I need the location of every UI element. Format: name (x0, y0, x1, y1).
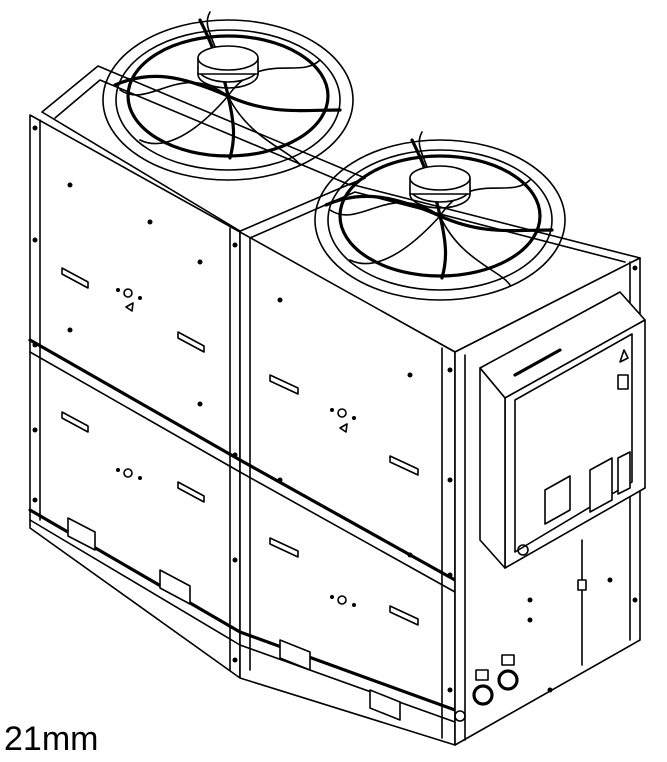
fastener-dots (32, 125, 638, 693)
fan-right (314, 131, 566, 301)
dimension-label: 21mm (4, 720, 99, 758)
fan-left (102, 11, 354, 181)
front-right-panels (238, 231, 457, 746)
front-left-panels (28, 114, 242, 679)
electrical-cabinet (479, 291, 646, 569)
